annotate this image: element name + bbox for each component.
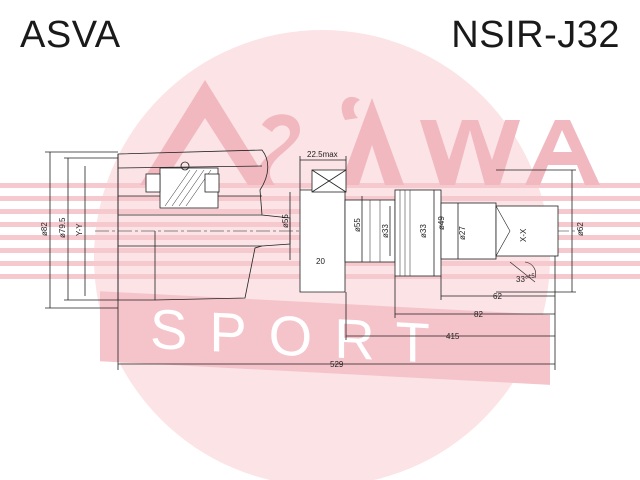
boot-outline — [299, 189, 346, 293]
dim-d62: ø62 — [576, 222, 585, 236]
dim-len529: 529 — [330, 360, 344, 369]
dim-d55b: ø55 — [353, 218, 362, 232]
dim-len62: 62 — [493, 292, 502, 301]
drawing-lines — [45, 149, 580, 370]
dim-len82: 82 — [474, 310, 483, 319]
dim-len415: 415 — [446, 332, 460, 341]
dim-angle: 33°±5 — [516, 274, 535, 284]
part-number: NSIR-J32 — [451, 14, 620, 56]
dimension-labels: ø82 ø79.5 Y-Y ø55 22.5max ø55 20 ø33 ø33… — [40, 150, 585, 369]
dim-d49: ø49 — [437, 216, 446, 230]
housing-outline — [117, 149, 291, 301]
dim-angle-tol: ±5 — [528, 274, 535, 280]
dim-max-len: 22.5max — [307, 150, 338, 159]
dim-d33b: ø33 — [419, 224, 428, 238]
dim-d79-5: ø79.5 — [58, 217, 67, 238]
dim-yy: Y-Y — [75, 223, 84, 236]
dim-d55a: ø55 — [281, 214, 290, 228]
watermark-logo — [140, 80, 600, 185]
splined-end — [495, 205, 559, 257]
stub-axle — [440, 202, 497, 260]
dim-d33a: ø33 — [381, 224, 390, 238]
dim-xx: X-X — [519, 228, 528, 242]
brand-title: ASVA — [20, 14, 121, 56]
dim-d82: ø82 — [40, 222, 49, 236]
dim-len20: 20 — [316, 257, 325, 266]
dim-d27: ø27 — [458, 226, 467, 240]
